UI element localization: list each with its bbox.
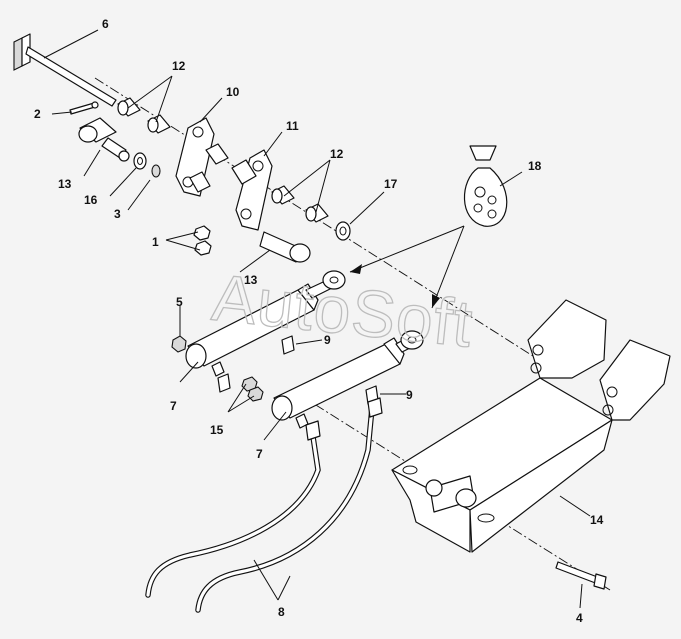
part-7-cylinder-lower: [271, 330, 424, 429]
callout-11: 11: [286, 119, 299, 133]
part-14-mounting-frame: [391, 299, 671, 553]
part-1-nuts: [193, 225, 212, 256]
callout-6: 6: [102, 17, 109, 31]
part-2-cotter-pin: [69, 101, 99, 115]
part-16-washer: [133, 152, 147, 170]
part-6-rod-with-plate: [13, 33, 117, 107]
part-4-bolt: [555, 561, 607, 590]
callout-16: 16: [84, 193, 98, 207]
callout-12-lower: 12: [330, 147, 344, 161]
callout-12-upper: 12: [172, 59, 186, 73]
callout-13-upper: 13: [58, 177, 72, 191]
callout-8: 8: [278, 605, 285, 619]
callout-17: 17: [384, 177, 398, 191]
callout-3: 3: [114, 207, 121, 221]
part-11-lever-bracket: [231, 149, 273, 231]
callout-4: 4: [576, 611, 583, 625]
part-18-hardware-bag: [463, 145, 508, 227]
part-12-bushings-lower: [271, 185, 329, 223]
part-8-hoses: [145, 397, 383, 613]
part-13-clevis-pin-lower: [259, 231, 311, 263]
part-7-cylinder-upper: [185, 270, 346, 377]
callout-1: 1: [152, 235, 159, 249]
part-5-nut: [171, 335, 187, 353]
callout-15: 15: [210, 423, 224, 437]
callout-14: 14: [590, 513, 604, 527]
leader-lines: [43, 29, 591, 609]
callout-7-upper: 7: [170, 399, 177, 413]
callout-9-upper: 9: [324, 333, 331, 347]
callout-labels: 1 2 3 4 5 6 7 7 8 9 9 10 11 12 12 13 13 …: [34, 17, 604, 625]
callout-18: 18: [528, 159, 542, 173]
part-15-fittings: [217, 373, 264, 402]
callout-7-lower: 7: [256, 447, 263, 461]
part-3-retaining-ring: [151, 164, 161, 178]
callout-9-lower: 9: [406, 388, 413, 402]
part-17-washer: [335, 221, 351, 241]
part-13-clevis-pin-upper: [78, 117, 130, 162]
callout-5: 5: [176, 295, 183, 309]
callout-13-lower: 13: [244, 273, 258, 287]
part-10-lever-bracket: [175, 117, 229, 197]
callout-10: 10: [226, 85, 240, 99]
callout-2: 2: [34, 107, 41, 121]
